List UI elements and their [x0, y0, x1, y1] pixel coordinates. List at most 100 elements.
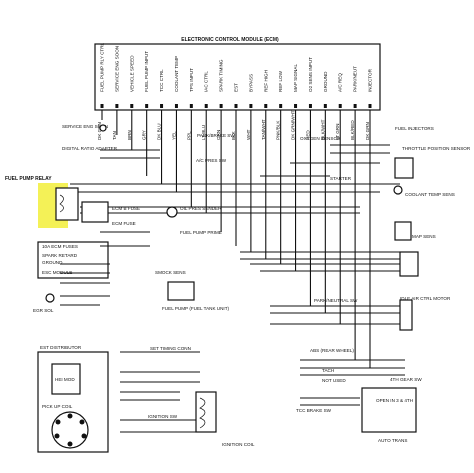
oxygen-label: OXYGEN SENSOR: [300, 136, 341, 141]
map-label: MAP SENS: [412, 234, 436, 239]
wire-code: TAN: [112, 131, 117, 140]
ecm-pin-label: MAP SIGNAL: [293, 64, 298, 92]
tcc-label: TCC BRAKE SW: [296, 408, 332, 413]
throttle-sensor: [394, 157, 414, 179]
ecm-pin-label: VEHICLE SPEED: [129, 55, 134, 92]
map-sensor: [394, 221, 412, 241]
ecm-pins: [100, 104, 372, 108]
ecm-pin-label: TPS INPUT: [189, 68, 194, 92]
fuel-pump-tank-label: FUEL PUMP (FUEL TANK UNIT): [162, 306, 230, 311]
coolant-label: COOLANT TEMP SENS: [405, 192, 455, 197]
ecm-pin-label: EST: [234, 83, 239, 92]
fuel-prime-label: FUEL PUMP PRIME: [180, 230, 222, 235]
auto-trans-box: [361, 387, 417, 433]
esc-module: [37, 241, 109, 279]
distributor-terminals: [54, 413, 87, 447]
ecm-pin-label: FUEL PUMP INPUT: [144, 51, 149, 92]
pickup-label: PICK UP COIL: [42, 404, 73, 409]
ecm-pin-label: REF HIGH: [263, 70, 268, 92]
starter-label: STARTER: [330, 176, 352, 181]
ecm-pin: [249, 104, 253, 108]
wire-code: DK GRN/WHT: [291, 110, 296, 140]
coolant-sensor: [393, 185, 403, 195]
ecm-pin-label: FUEL PUMP RLY CTRL: [100, 42, 105, 92]
ecm-title: ELECTRONIC CONTROL MODULE (ECM): [181, 37, 279, 43]
wire-code: ORN: [216, 130, 221, 140]
iac-label: IDLE AIR CTRL MOTOR: [400, 296, 451, 301]
trans-label: AUTO TRANS: [378, 438, 407, 443]
wire-code: DK GRN: [365, 122, 370, 140]
ecm-pin-label: SPARK TIMING: [219, 59, 224, 92]
ign-coil-label: IGNITION COIL: [222, 442, 255, 447]
ecm-pin: [294, 104, 298, 108]
ecm-pin: [115, 104, 119, 108]
distributor-cap: [51, 411, 89, 449]
harness-wires: [60, 144, 405, 433]
ecm-pin: [323, 104, 327, 108]
oil-pressure-sender: [166, 206, 178, 218]
wire-code: TAN/WHT: [261, 119, 266, 140]
diag-label: DIGITAL RATIO ADAPTER: [62, 146, 118, 151]
open-3rd-label: OPEN IN 3 & 4TH: [376, 398, 413, 403]
egr-label: EGR SOL: [33, 308, 54, 313]
ecm-pin-label: BYPASS: [248, 74, 253, 92]
fuses-label: 10A ECM FUSES: [42, 244, 78, 249]
ecm-pin: [353, 104, 357, 108]
wire-code: GRY: [142, 130, 147, 140]
wire-code: LT BLU: [201, 125, 206, 140]
iac-motor: [399, 251, 419, 277]
ecm-pin: [189, 104, 193, 108]
ecm-pin-label: PARK/NEUT: [353, 66, 358, 92]
ecm-pin: [219, 104, 223, 108]
fuel-pump-tank: [167, 281, 195, 301]
park-neutral-label: PARK/NEUTRAL SW: [314, 298, 358, 303]
wire-code: BRN: [127, 130, 132, 140]
spark-retard-label: SPARK RETARD: [42, 253, 78, 258]
ac-pres-label: A/C PRES SW: [196, 158, 227, 163]
hei-module: [51, 363, 81, 395]
ecm-fuse-label: ECM FUSE: [112, 221, 136, 226]
ecm-b-label: ECM B FUSE: [112, 206, 140, 211]
park-neutral-switch: [399, 299, 413, 331]
wire-code: RED: [305, 130, 310, 140]
abs-label: ABS (REAR WHEEL): [310, 348, 354, 353]
ecm-pin-label: A/C REQ: [338, 73, 343, 92]
wire-code: BLK/RED: [350, 120, 355, 140]
hei-label: EST DISTRIBUTOR: [40, 345, 82, 350]
ecm-pin: [130, 104, 134, 108]
ecm-pin-label: INJECTOR: [368, 68, 373, 92]
wire-code: PNK/BLK: [276, 120, 281, 140]
ecm-pin-label: TCC CTRL: [159, 69, 164, 92]
wire-code: DK GRN: [97, 122, 102, 140]
ecm-pin-label: REF LOW: [278, 70, 283, 92]
ecm-pin-label: O2 SENS INPUT: [308, 57, 313, 92]
ecm-pin: [279, 104, 283, 108]
not-used-label: NOT USED: [322, 378, 346, 383]
wire-code: PPL: [186, 131, 191, 140]
4th-gear-label: 4TH GEAR SW: [390, 377, 422, 382]
park-brake-label: PARK/BRAKE SW: [197, 133, 235, 138]
ecm-pin-label: SERVICE ENG SOON: [114, 46, 119, 92]
fuel-pump-relay[interactable]: [55, 187, 79, 221]
ecm-pin-label: GROUND: [323, 71, 328, 92]
ecm-pin: [160, 104, 164, 108]
ign-sw-label: IGNITION SW: [148, 414, 178, 419]
ecm-pin-label: IAC CTRL: [204, 71, 209, 92]
ignition-coil: [195, 391, 217, 433]
service-lamp: [99, 124, 107, 132]
tach-label: TACH: [322, 368, 334, 373]
hei-mod-label: HEI MOD: [55, 377, 75, 382]
ecm-pin: [308, 104, 312, 108]
wire-code: WHT: [246, 129, 251, 140]
ecm-pin: [368, 104, 372, 108]
ecm-pin-labels: FUEL PUMP RLY CTRL SERVICE ENG SOON VEHICL…: [100, 42, 373, 92]
wire-code: BLK: [231, 130, 236, 140]
ecm-fuse-box: [81, 201, 109, 223]
ecm-pin: [234, 104, 238, 108]
ecm-pin: [264, 104, 268, 108]
ecm-pin: [338, 104, 342, 108]
ecm-pin: [204, 104, 208, 108]
wire-code: LT GRN: [335, 124, 340, 140]
